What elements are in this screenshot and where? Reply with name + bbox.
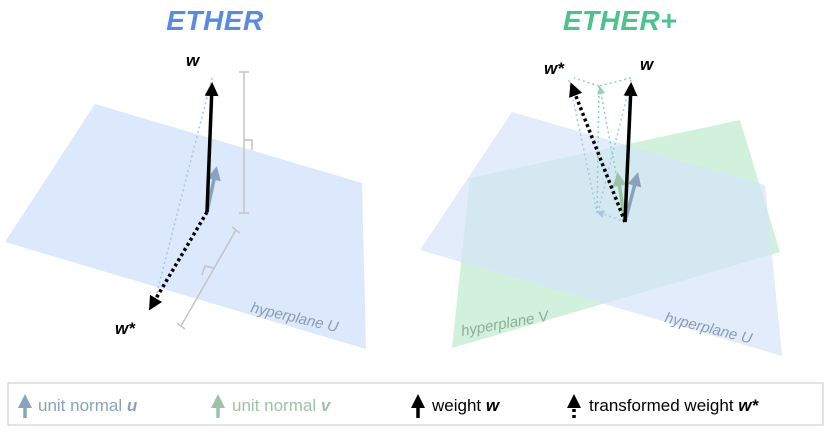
legend-transformed-weight-label: transformed weight w* bbox=[589, 396, 760, 415]
legend-item-unit-normal-u: unit normal u bbox=[18, 394, 138, 418]
legend-item-unit-normal-v: unit normal v bbox=[211, 394, 332, 418]
reflection-guide-line bbox=[154, 77, 213, 301]
legend-unit-normal-u-label: unit normal u bbox=[38, 396, 138, 415]
distance-bracket-upper bbox=[239, 71, 253, 214]
ether-plus-title: ETHER+ bbox=[563, 5, 677, 36]
weight-label-left: w bbox=[186, 51, 201, 70]
transformed-weight-arrow-left bbox=[148, 211, 209, 311]
legend-item-weight: weight w bbox=[411, 394, 501, 418]
legend-weight-label: weight w bbox=[431, 396, 501, 415]
reflection-guides-v bbox=[573, 77, 632, 223]
weight-arrow-left bbox=[204, 82, 219, 213]
legend-unit-normal-v-label: unit normal v bbox=[232, 396, 332, 415]
hyperplane-u-left bbox=[5, 104, 366, 349]
weight-arrow-right bbox=[623, 82, 638, 223]
weight-label-right: w bbox=[640, 55, 655, 74]
hyperplane-u-right bbox=[420, 112, 782, 356]
transformed-weight-label-left: w* bbox=[115, 319, 136, 338]
ether-title: ETHER bbox=[166, 5, 264, 36]
legend-item-transformed-weight: transformed weight w* bbox=[567, 394, 760, 418]
distance-bracket-lower bbox=[176, 226, 241, 330]
transformed-weight-arrow-right bbox=[569, 82, 627, 223]
transformed-weight-label-right: w* bbox=[544, 59, 565, 78]
